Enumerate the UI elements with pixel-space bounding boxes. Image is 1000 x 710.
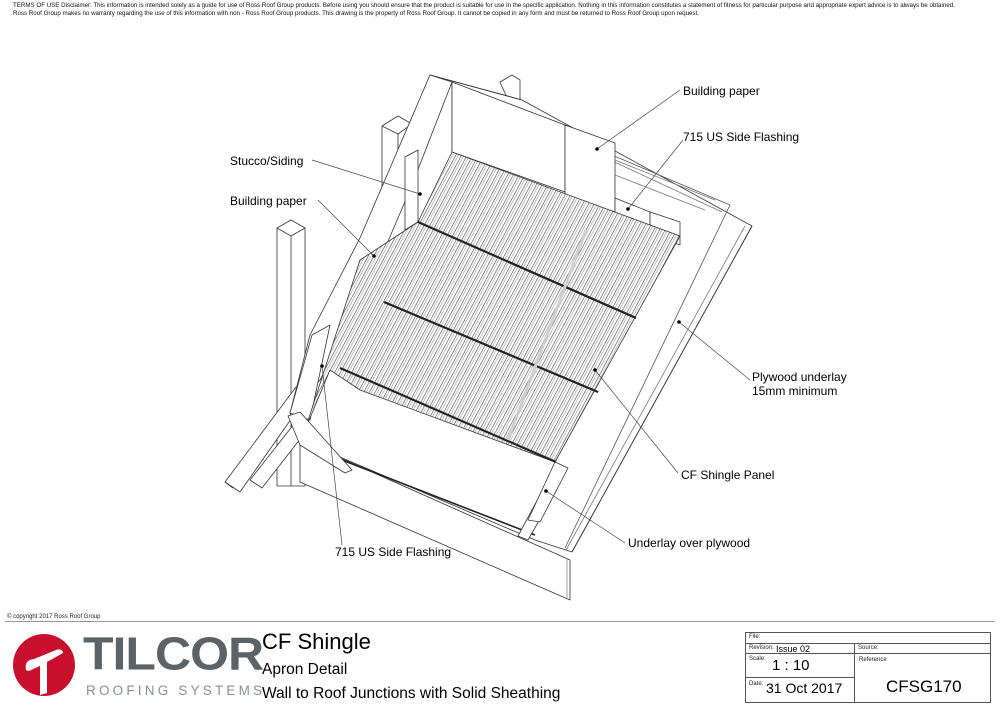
reference-value: CFSG170 — [886, 677, 962, 696]
callout-building-paper-top: Building paper — [683, 84, 760, 98]
drawing-title: CF Shingle — [262, 629, 371, 654]
title-block-file-row: File: — [746, 633, 990, 644]
title-block-scale-row: Scale: 1 : 10 — [746, 654, 854, 678]
tilcor-t-mark-icon — [13, 634, 75, 696]
callout-plywood-underlay-line2: 15mm minimum — [752, 384, 838, 398]
tilcor-logo: TILCOR ROOFING SYSTEMS — [6, 628, 264, 706]
drawing-subtitle: Apron Detail — [262, 661, 348, 678]
cf-shingle-panels — [299, 151, 681, 536]
reference-caption: Reference — [859, 657, 887, 663]
date-value: 31 Oct 2017 — [766, 680, 843, 696]
terms-of-use-disclaimer: TERMS OF USE Disclaimer: This informatio… — [13, 2, 993, 17]
title-block-revision-row: Revision: Issue 02 Source: — [746, 644, 990, 654]
source-caption: Source: — [858, 645, 879, 651]
drawing-description: Wall to Roof Junctions with Solid Sheath… — [262, 685, 561, 702]
callout-stucco-siding: Stucco/Siding — [230, 154, 304, 168]
revision-caption: Revision: — [749, 645, 774, 651]
date-caption: Date: — [749, 681, 764, 687]
brand-tagline: ROOFING SYSTEMS — [86, 683, 266, 698]
stucco-siding-strip — [289, 149, 419, 421]
scale-value: 1 : 10 — [772, 657, 810, 674]
callout-building-paper-left: Building paper — [230, 194, 307, 208]
callout-side-flashing-top: 715 US Side Flashing — [683, 130, 800, 144]
disclaimer-line-2: Ross Roof Group makes no warranty regard… — [13, 9, 700, 17]
callout-underlay-over-plywood: Underlay over plywood — [628, 536, 751, 550]
brand-name: TILCOR — [83, 628, 264, 680]
callout-plywood-underlay: Plywood underlay 15mm minimum — [752, 370, 847, 398]
callout-cf-shingle-panel: CF Shingle Panel — [681, 468, 775, 482]
file-caption: File: — [749, 634, 761, 640]
scale-caption: Scale: — [749, 656, 766, 662]
leader-lines — [311, 89, 751, 546]
leader-dots — [320, 147, 681, 493]
back-wall — [429, 74, 616, 213]
title-block-divider — [854, 644, 855, 702]
bottom-side-flashing — [287, 411, 353, 474]
callout-side-flashing-bottom: 715 US Side Flashing — [335, 545, 452, 559]
footer-divider — [5, 621, 995, 622]
revision-value: Issue 02 — [776, 644, 811, 654]
roof-apron-isometric-drawing — [224, 74, 753, 601]
fascia-board — [299, 439, 571, 601]
title-block: File: Revision: Issue 02 Source: Scale: … — [745, 632, 991, 703]
callout-plywood-underlay-line1: Plywood underlay — [752, 370, 847, 384]
disclaimer-line-1: TERMS OF USE Disclaimer: This informatio… — [13, 2, 955, 9]
copyright-notice: © copyright 2017 Ross Roof Group — [7, 614, 101, 620]
